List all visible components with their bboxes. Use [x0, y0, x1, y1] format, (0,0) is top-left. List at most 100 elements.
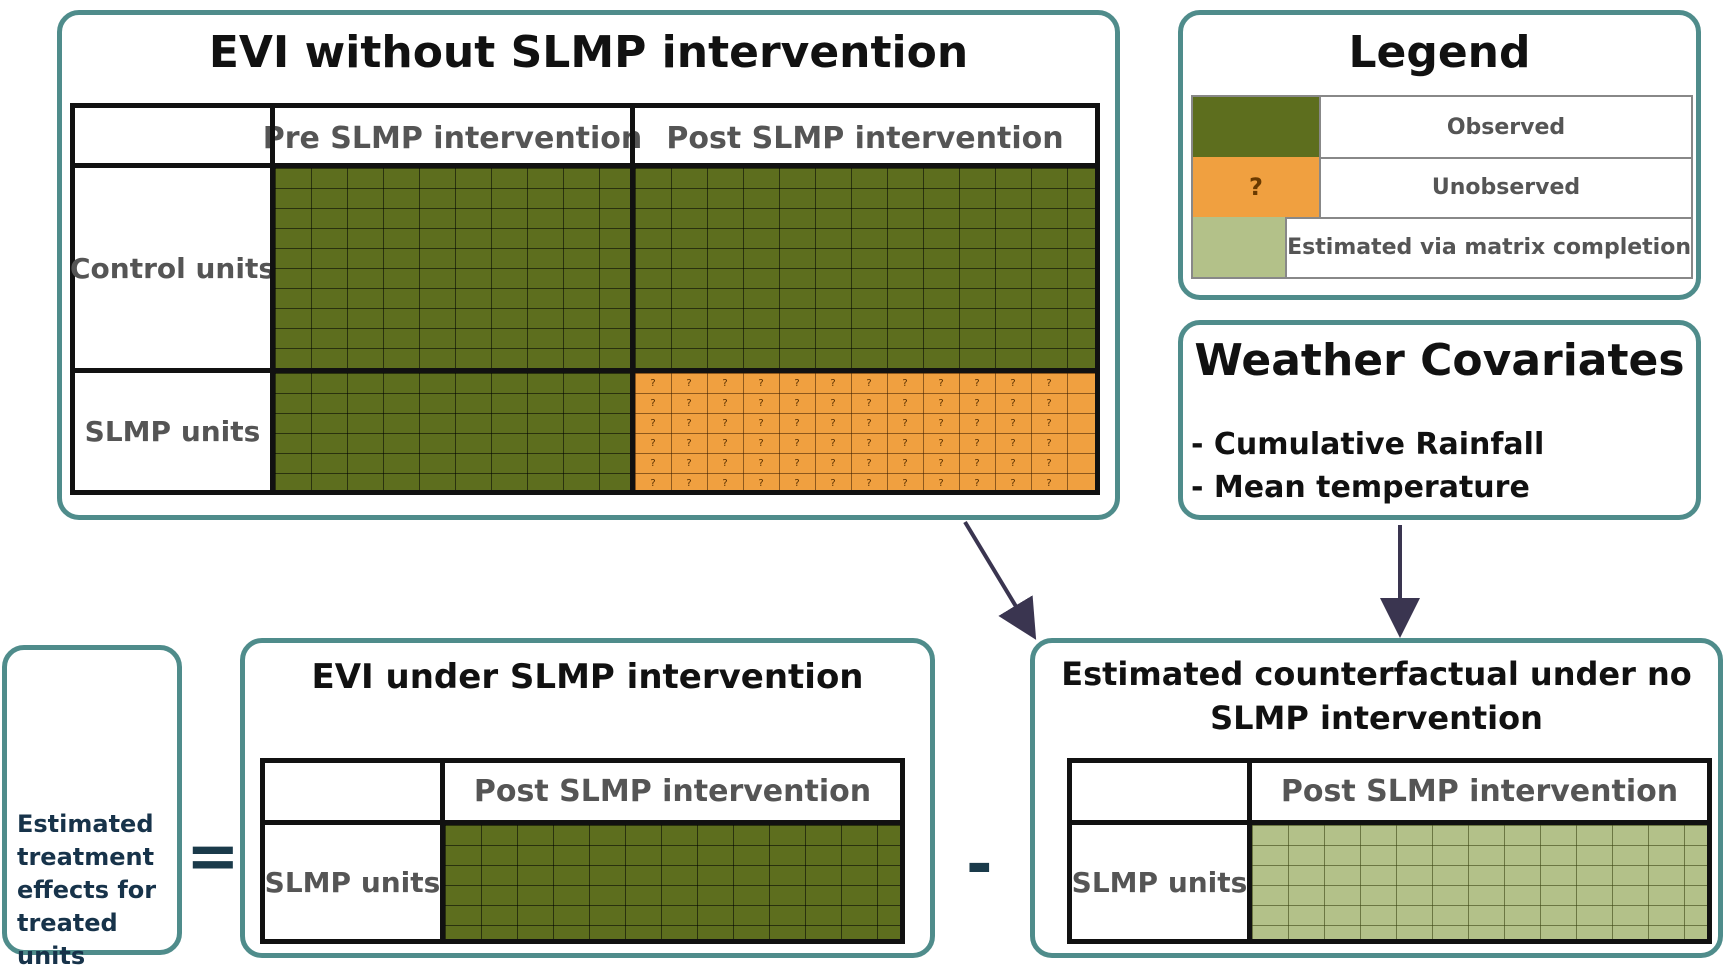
unobserved-marker: ?	[650, 417, 656, 429]
equals-sign: =	[186, 820, 240, 894]
unobserved-marker: ?	[758, 477, 764, 489]
unobserved-marker: ?	[1046, 437, 1052, 449]
unobserved-marker: ?	[758, 377, 764, 389]
unobserved-marker: ?	[902, 417, 908, 429]
unobserved-marker: ?	[794, 417, 800, 429]
header-post-intervention: Post SLMP intervention	[1280, 774, 1679, 809]
unobserved-marker: ?	[938, 397, 944, 409]
unobserved-marker: ?	[938, 477, 944, 489]
counterfactual-title-line-2: SLMP intervention	[1210, 699, 1543, 737]
unobserved-marker: ?	[794, 397, 800, 409]
unobserved-marker: ?	[1046, 477, 1052, 489]
legend-label: Unobserved	[1319, 157, 1691, 217]
slmp-post-observed-block	[445, 825, 900, 939]
legend-row-unobserved: ? Unobserved	[1193, 157, 1691, 219]
unobserved-marker: ?	[866, 397, 872, 409]
unobserved-marker: ?	[722, 397, 728, 409]
unobserved-marker: ?	[686, 397, 692, 409]
unobserved-marker: ?	[722, 477, 728, 489]
unobserved-marker: ?	[758, 437, 764, 449]
evi-matrix-table: Pre SLMP intervention Post SLMP interven…	[70, 103, 1100, 495]
divider	[75, 368, 1095, 373]
evi-under-table: Post SLMP intervention SLMP units	[260, 758, 905, 944]
unobserved-marker: ?	[902, 477, 908, 489]
treatment-effects-text: Estimated treatment effects for treated …	[17, 808, 177, 973]
control-post-observed-block	[635, 168, 1095, 368]
divider	[1072, 820, 1707, 825]
slmp-pre-observed-block	[275, 373, 630, 490]
unobserved-marker: ?	[686, 477, 692, 489]
unobserved-marker: ?	[650, 397, 656, 409]
legend-row-estimated: Estimated via matrix completion	[1193, 217, 1691, 277]
slmp-post-estimated-block	[1252, 825, 1707, 939]
unobserved-marker: ?	[902, 377, 908, 389]
unobserved-marker: ?	[1010, 477, 1016, 489]
unobserved-marker: ?	[938, 417, 944, 429]
divider	[75, 163, 1095, 168]
unobserved-marker: ?	[1046, 377, 1052, 389]
divider	[265, 820, 900, 825]
unobserved-marker: ?	[794, 457, 800, 469]
unobserved-marker: ?	[902, 397, 908, 409]
unobserved-marker: ?	[866, 477, 872, 489]
weather-title: Weather Covariates	[1194, 335, 1685, 386]
header-pre-intervention: Pre SLMP intervention	[262, 120, 643, 156]
text-line: treated units	[17, 909, 118, 970]
unobserved-marker: ?	[722, 377, 728, 389]
covariate-rainfall: - Cumulative Rainfall	[1191, 427, 1545, 462]
row-label-slmp-units: SLMP units	[84, 415, 261, 448]
divider	[1247, 763, 1252, 939]
minus-sign: -	[966, 828, 993, 902]
header-post-intervention: Post SLMP intervention	[666, 120, 1064, 156]
arrow-evi-to-counterfactual	[963, 520, 1037, 640]
unobserved-marker: ?	[866, 437, 872, 449]
estimated-swatch	[1193, 217, 1286, 277]
row-label-slmp-units: SLMP units	[264, 865, 441, 899]
unobserved-marker: ?	[650, 437, 656, 449]
divider	[630, 108, 635, 490]
unobserved-marker: ?	[722, 457, 728, 469]
unobserved-marker: ?	[758, 397, 764, 409]
unobserved-marker: ?	[686, 417, 692, 429]
text-line: Estimated	[17, 810, 154, 838]
unobserved-marker: ?	[686, 437, 692, 449]
unobserved-marker: ?	[650, 457, 656, 469]
evi-without-intervention-panel: EVI without SLMP intervention Pre SLMP i…	[57, 10, 1120, 520]
divider	[440, 763, 445, 939]
panel-title: EVI under SLMP intervention	[311, 657, 864, 697]
unobserved-marker: ?	[1046, 417, 1052, 429]
unobserved-marker-grid: ????????????????????????????????????????…	[635, 373, 1095, 490]
treatment-effects-panel: Estimated treatment effects for treated …	[2, 645, 182, 970]
counterfactual-title-line-1: Estimated counterfactual under no	[1061, 655, 1692, 693]
unobserved-marker: ?	[830, 437, 836, 449]
unobserved-marker: ?	[650, 477, 656, 489]
unobserved-marker: ?	[794, 477, 800, 489]
legend-label: Observed	[1319, 97, 1691, 157]
unobserved-marker: ?	[866, 377, 872, 389]
covariate-temperature: - Mean temperature	[1191, 470, 1530, 505]
unobserved-marker: ?	[938, 457, 944, 469]
evi-under-intervention-panel: EVI under SLMP intervention Post SLMP in…	[240, 638, 935, 958]
legend-title: Legend	[1348, 27, 1531, 78]
unobserved-marker: ?	[974, 477, 980, 489]
unobserved-marker: ?	[1010, 437, 1016, 449]
legend-row-observed: Observed	[1193, 97, 1691, 159]
weather-covariates-panel: Weather Covariates - Cumulative Rainfall…	[1178, 320, 1701, 520]
unobserved-marker: ?	[1010, 457, 1016, 469]
unobserved-marker: ?	[902, 437, 908, 449]
unobserved-marker: ?	[794, 437, 800, 449]
unobserved-marker: ?	[830, 377, 836, 389]
unobserved-marker: ?	[1046, 397, 1052, 409]
unobserved-marker: ?	[1010, 377, 1016, 389]
panel-title: EVI without SLMP intervention	[208, 27, 969, 78]
text-line: effects for	[17, 876, 157, 904]
divider	[270, 108, 275, 490]
row-label-control-units: Control units	[70, 251, 276, 285]
unobserved-marker: ?	[794, 377, 800, 389]
unobserved-marker: ?	[1010, 397, 1016, 409]
legend-label: Estimated via matrix completion	[1285, 217, 1691, 277]
unobserved-marker: ?	[866, 457, 872, 469]
unobserved-marker: ?	[722, 417, 728, 429]
counterfactual-table: Post SLMP intervention SLMP units	[1067, 758, 1712, 944]
